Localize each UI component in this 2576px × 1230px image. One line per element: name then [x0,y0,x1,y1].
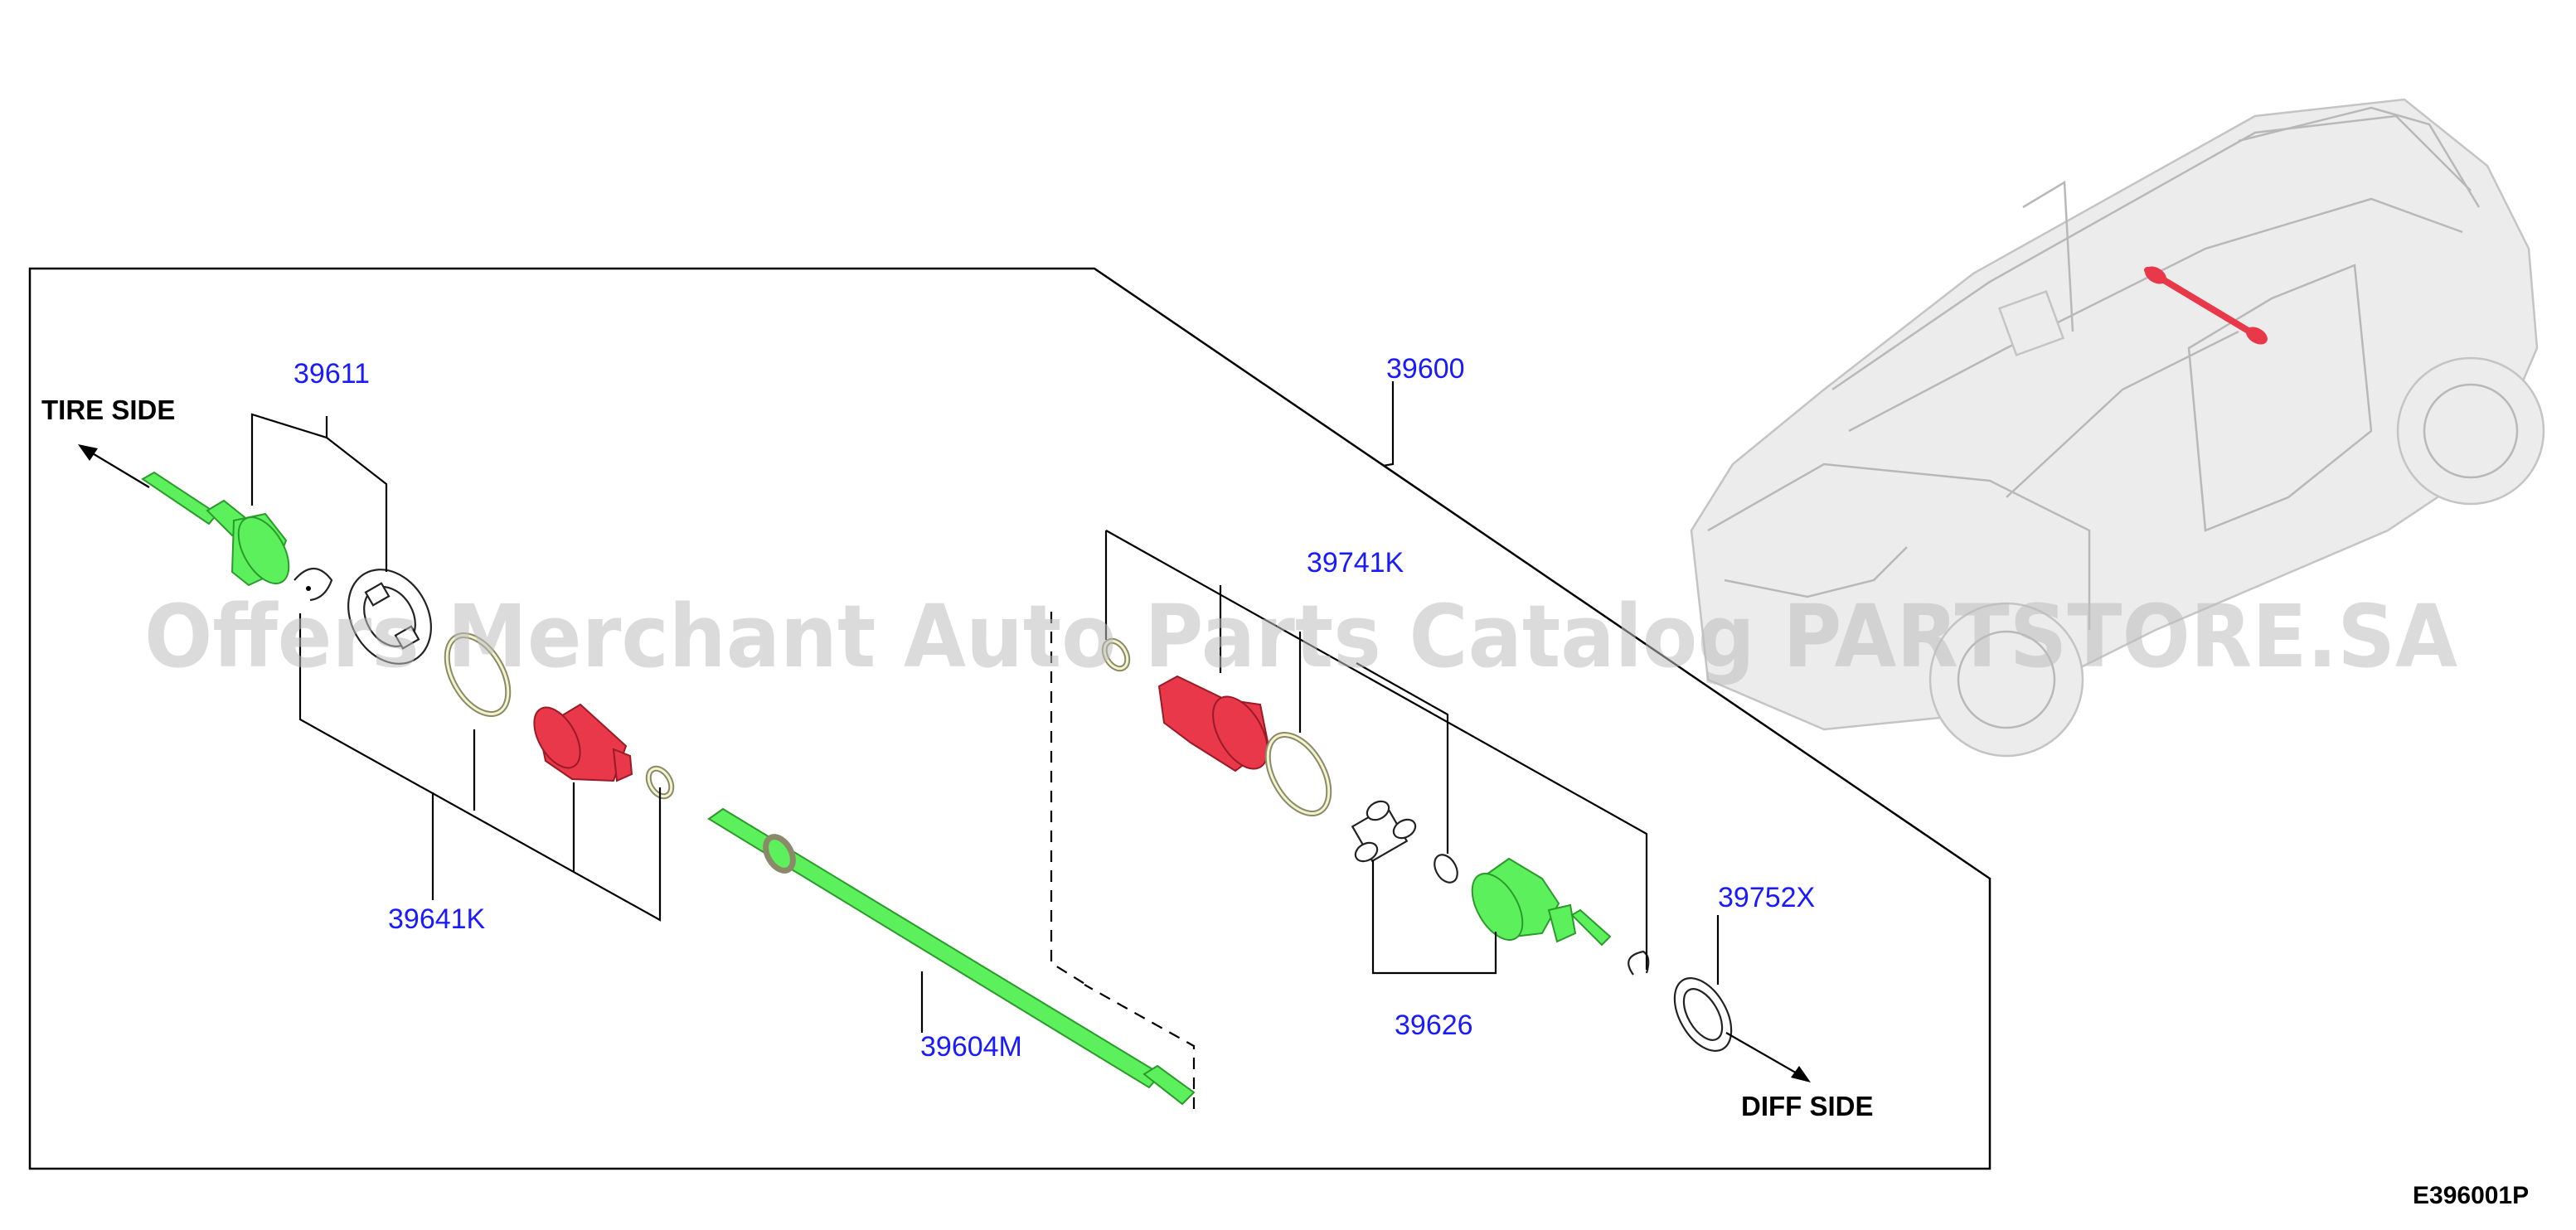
diff-side-label: DIFF SIDE [1741,1091,1874,1121]
part-number-39641K[interactable]: 39641K [388,903,486,935]
part-number-39604M[interactable]: 39604M [920,1031,1022,1063]
outboard-boot [533,703,633,782]
leader-39741K [1104,530,1648,970]
inboard-cv-housing [1471,857,1612,947]
diff-side-arrow-icon [1725,1032,1811,1082]
tire-side-arrow-icon [78,444,150,488]
tire-side-label: TIRE SIDE [41,395,175,425]
part-number-39741K[interactable]: 39741K [1307,547,1404,579]
leader-39641K [298,613,662,922]
inboard-boot [1157,675,1270,772]
leader-39600 [1382,381,1395,467]
outboard-cv-joint [141,471,290,587]
vehicle-illustration [1690,98,2545,758]
part-number-39626[interactable]: 39626 [1395,1010,1473,1041]
part-number-39611[interactable]: 39611 [293,358,370,390]
diagram-reference-code: E396001P [2413,1182,2529,1209]
drive-shaft [707,807,1196,1106]
part-number-39600[interactable]: 39600 [1386,353,1465,385]
shaft-dashed-bracket [1084,984,1196,1109]
vehicle-shaft-highlight-icon [2144,266,2268,345]
leader-39626 [1371,860,1497,975]
part-number-39752X[interactable]: 39752X [1718,882,1815,913]
assembly-frame [28,267,1991,1170]
outboard-inner-race [347,569,432,665]
tripod-joint [1351,800,1417,863]
watermark-text: Offers Merchant Auto Parts Catalog PARTS… [144,586,2457,687]
leader-39611 [250,413,388,572]
